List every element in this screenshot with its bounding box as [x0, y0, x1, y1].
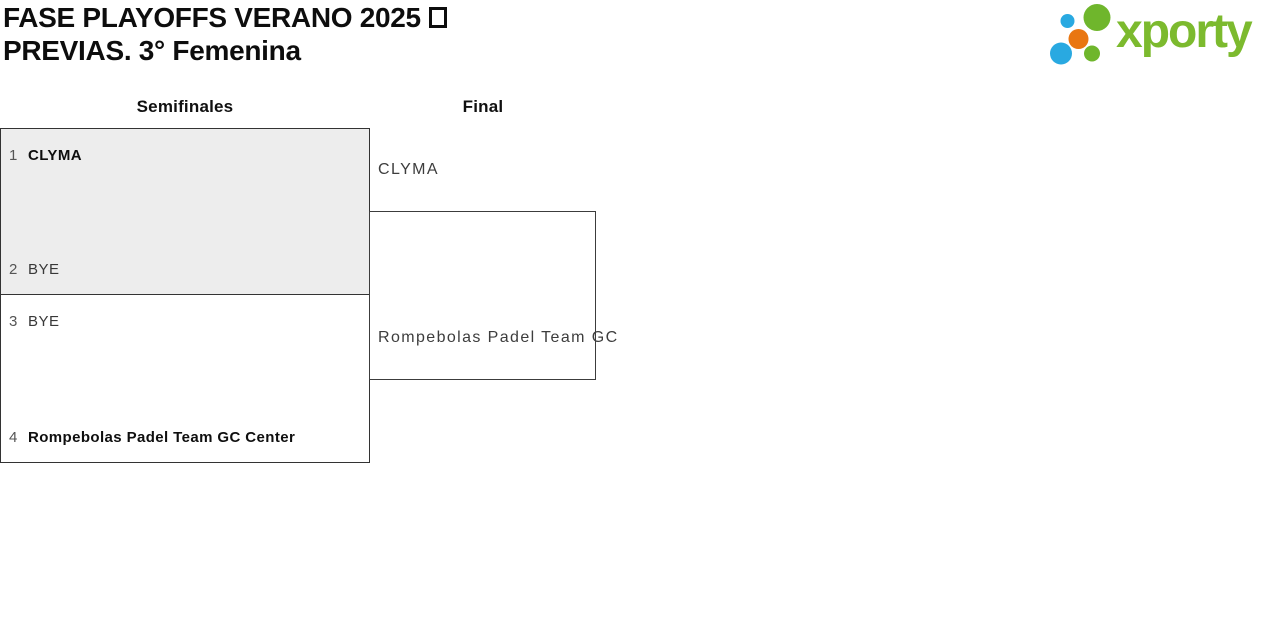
round-header-final: Final: [462, 97, 504, 116]
logo-dot-blue-large: [1050, 42, 1072, 65]
team-slot: 4 Rompebolas Padel Team GC Center: [9, 429, 361, 446]
seed-number: 1: [9, 147, 18, 164]
final-match-box[interactable]: [369, 211, 596, 380]
team-slot: 3 BYE: [9, 313, 361, 330]
seed-number: 2: [9, 261, 18, 278]
final-bottom-winner-label: Rompebolas Padel Team GC: [378, 329, 619, 346]
title-line1-text: FASE PLAYOFFS VERANO 2025: [3, 2, 421, 33]
team-name: BYE: [28, 261, 60, 278]
team-name: CLYMA: [28, 147, 82, 164]
logo-dot-green-small: [1084, 45, 1100, 62]
page-title: FASE PLAYOFFS VERANO 2025 □ PREVIAS. 3° F…: [3, 1, 447, 67]
logo-dot-green-large: [1083, 4, 1111, 31]
team-slot: 2 BYE: [9, 261, 361, 278]
title-line1: FASE PLAYOFFS VERANO 2025 □: [3, 1, 447, 34]
round-header-semifinales: Semifinales: [136, 97, 234, 116]
semifinal-match-2-box[interactable]: 3 BYE 4 Rompebolas Padel Team GC Center: [0, 294, 370, 463]
final-top-winner-label: CLYMA: [378, 161, 439, 178]
logo-dots-icon: [1050, 4, 1111, 65]
logo-wordmark: xporty: [1116, 5, 1253, 58]
team-name: Rompebolas Padel Team GC Center: [28, 429, 296, 446]
logo-dot-blue-small: [1060, 14, 1075, 28]
team-name: BYE: [28, 313, 60, 330]
xporty-logo[interactable]: xporty: [1048, 0, 1253, 68]
logo-dot-orange: [1068, 29, 1089, 49]
title-line2: PREVIAS. 3° Femenina: [3, 35, 301, 66]
semifinal-match-1-box[interactable]: 1 CLYMA 2 BYE: [0, 128, 370, 295]
seed-number: 3: [9, 313, 18, 330]
seed-number: 4: [9, 429, 18, 446]
team-slot: 1 CLYMA: [9, 147, 361, 164]
missing-glyph-box: □: [428, 7, 447, 28]
